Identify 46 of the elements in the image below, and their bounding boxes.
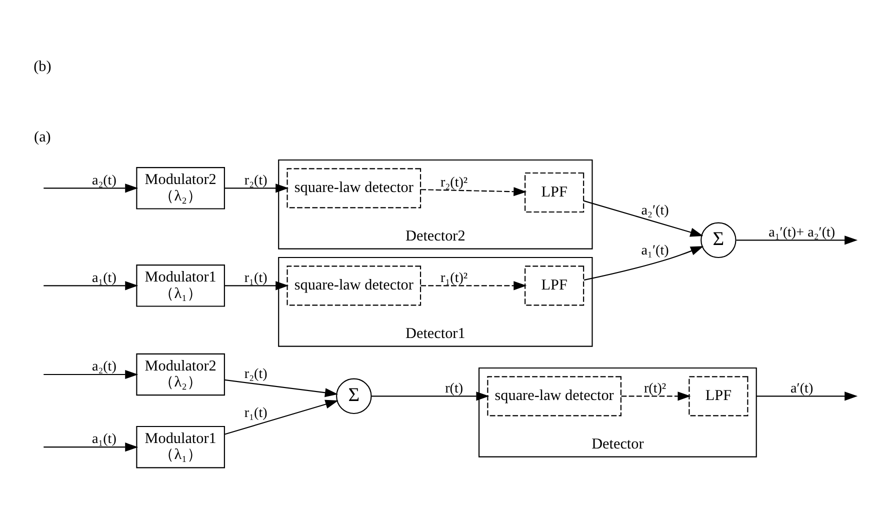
node-box: square-law detector: [286, 168, 422, 208]
label: (b): [34, 58, 52, 75]
edge-label: a₁′(t)+ a₂′(t): [768, 224, 836, 240]
node-box: LPF: [524, 172, 584, 213]
edge-label: r₂(t): [244, 172, 268, 188]
edge-label: r₂(t): [244, 366, 268, 382]
arrow: [756, 392, 858, 401]
node-box: Modulator1 （λ₁）: [136, 264, 225, 307]
edge-label: r₁(t)²: [440, 270, 468, 286]
arrow: [621, 392, 691, 401]
arrow: [44, 370, 138, 380]
node-circle: Σ: [336, 378, 372, 414]
edge-label: a₁(t): [92, 431, 116, 448]
edge-label: r(t): [445, 380, 464, 396]
arrow: [372, 392, 490, 401]
edge-label: r₂(t)²: [440, 174, 468, 190]
node-box: square-law detector: [286, 266, 422, 306]
arrow: [224, 379, 338, 398]
edge-label: r₁(t): [244, 405, 268, 422]
node-box: LPF: [524, 266, 584, 306]
edge-label: a₁′(t): [641, 242, 669, 259]
arrow: [44, 442, 138, 452]
node-box: Modulator1 （λ₁）: [136, 426, 225, 468]
node-box: LPF: [688, 376, 748, 416]
node-circle: Σ: [700, 222, 736, 258]
arrow: [420, 187, 527, 196]
edge-label: a₂(t): [92, 172, 116, 188]
arrow: [583, 200, 704, 237]
edge-label: a₂(t): [92, 358, 116, 375]
arrow: [44, 184, 138, 193]
label: (a): [34, 128, 51, 146]
arrow: [736, 236, 858, 245]
arrow: [224, 281, 289, 290]
node-box: Modulator2 （λ₂）: [136, 167, 225, 210]
arrow: [420, 281, 527, 290]
arrow: [44, 281, 138, 290]
node-box: Modulator2 （λ₂）: [136, 353, 225, 396]
edge-label: a₁(t): [92, 270, 116, 286]
edge-label: a₂′(t): [641, 202, 669, 219]
arrow: [584, 246, 704, 281]
node-box: square-law detector: [487, 376, 622, 416]
arrow: [224, 400, 338, 435]
edge-label: r(t)²: [644, 380, 666, 396]
arrow: [224, 184, 289, 193]
edge-label: r₁(t): [244, 270, 268, 286]
edge-label: a′(t): [790, 380, 814, 396]
